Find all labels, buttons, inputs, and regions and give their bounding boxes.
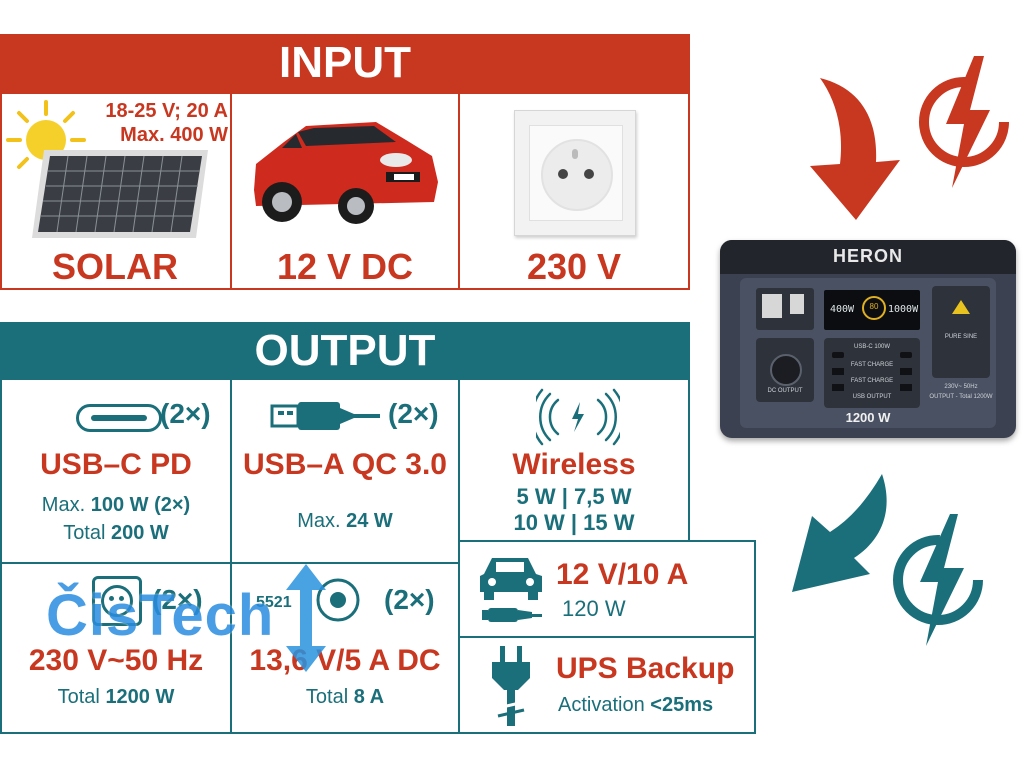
usbc-line2: Total 200 W	[0, 522, 232, 545]
usb-a-plug-icon	[270, 402, 380, 430]
down-arrow-icon	[810, 78, 900, 220]
input-header: INPUT	[279, 38, 411, 87]
plug-icon	[492, 646, 530, 726]
ac-line1-value: 1200 W	[105, 686, 175, 708]
socket-label: 230 V	[526, 246, 622, 287]
solar-spec-line2: Max. 400 W	[120, 124, 228, 146]
output-header-bar: OUTPUT	[0, 322, 690, 380]
display-battery: 80	[869, 302, 879, 311]
dc-title: 13,6 V/5 A DC	[249, 644, 441, 677]
dc-line1-value: 8 A	[353, 686, 385, 708]
usbc-line1: Max. 100 W (2×)	[0, 494, 232, 517]
usba-count: (2×)	[388, 398, 439, 429]
device-power-label: 1200 W	[845, 410, 891, 425]
usba-line1: Max. 24 W	[230, 510, 460, 533]
wireless-line1: 5 W | 7,5 W	[516, 484, 632, 509]
ac-line1: Total 1200 W	[0, 686, 232, 709]
usba-line1-value: 24 W	[346, 510, 393, 532]
device-ac-total: OUTPUT - Total 1200W	[929, 394, 993, 400]
usbc-line1-prefix: Max.	[41, 494, 86, 516]
dc-jack-icon	[316, 578, 360, 622]
usbc-line2-prefix: Total	[63, 522, 106, 544]
car-charger-icon	[480, 558, 542, 622]
dc-icon-text: 5521	[256, 594, 292, 611]
watermark-logo: ČisTech	[46, 560, 366, 680]
solar-panel-icon	[32, 150, 208, 238]
device-dc-output: DC OUTPUT	[767, 388, 803, 394]
device-ac-info: 230V~ 50Hz	[944, 384, 978, 390]
ac-title: 230 V~50 Hz	[28, 644, 204, 677]
watermark-text: ČisTech	[46, 583, 275, 648]
wireless-charging-icon	[536, 388, 620, 446]
input-header-bar: INPUT	[0, 34, 690, 92]
device-fast-charge-2: FAST CHARGE	[850, 378, 894, 384]
dc-line1-prefix: Total	[305, 686, 349, 708]
car-icon	[254, 122, 438, 224]
down-arrow-icon	[792, 474, 887, 592]
wireless-line2: 10 W | 15 W	[513, 510, 635, 535]
wall-socket-icon	[514, 110, 636, 236]
usbc-line2-value: 200 W	[111, 522, 169, 544]
ac-socket-icon	[92, 576, 142, 626]
ups-title: UPS Backup	[556, 652, 735, 685]
usbc-count: (2×)	[160, 398, 211, 429]
display-input: 400W	[830, 304, 855, 315]
device-pure-sine: PURE SINE	[944, 334, 978, 340]
power-station-device: HERON 400W 80 1000W PURE SINE DC OUTPUT …	[720, 240, 1016, 438]
lightning-icon	[893, 514, 983, 646]
solar-label: SOLAR	[52, 246, 178, 287]
wireless-title: Wireless	[512, 448, 636, 481]
device-fast-charge-1: FAST CHARGE	[850, 362, 894, 368]
usbc-line1-value: 100 W (2×)	[90, 494, 191, 516]
dc-count: (2×)	[384, 584, 435, 615]
usb-c-port-icon	[76, 404, 162, 432]
input-cell-socket	[458, 92, 690, 290]
usbc-title: USB–C PD	[40, 448, 192, 481]
car12v-line1: 120 W	[562, 596, 626, 621]
device-usb-output: USB OUTPUT	[852, 394, 892, 400]
usba-line1-prefix: Max.	[297, 510, 341, 532]
car12v-title: 12 V/10 A	[556, 558, 689, 591]
ups-line1-value: <25ms	[650, 694, 714, 716]
solar-spec-line1: 18-25 V; 20 A	[105, 100, 228, 122]
display-output: 1000W	[888, 304, 919, 315]
dc-line1: Total 8 A	[230, 686, 460, 709]
ups-line1: Activation <25ms	[558, 694, 713, 717]
device-brand: HERON	[832, 246, 903, 266]
ups-line1-prefix: Activation	[558, 694, 645, 716]
lightning-icon	[919, 56, 1009, 188]
usba-title: USB–A QC 3.0	[243, 448, 447, 481]
device-usbc-label: USB-C 100W	[853, 344, 890, 350]
ac-line1-prefix: Total	[57, 686, 100, 708]
ac-count: (2×)	[152, 584, 203, 615]
car-label: 12 V DC	[276, 246, 414, 287]
device-display: 400W 80 1000W	[824, 290, 920, 330]
output-cell-ups	[458, 636, 756, 734]
output-header: OUTPUT	[254, 326, 436, 375]
